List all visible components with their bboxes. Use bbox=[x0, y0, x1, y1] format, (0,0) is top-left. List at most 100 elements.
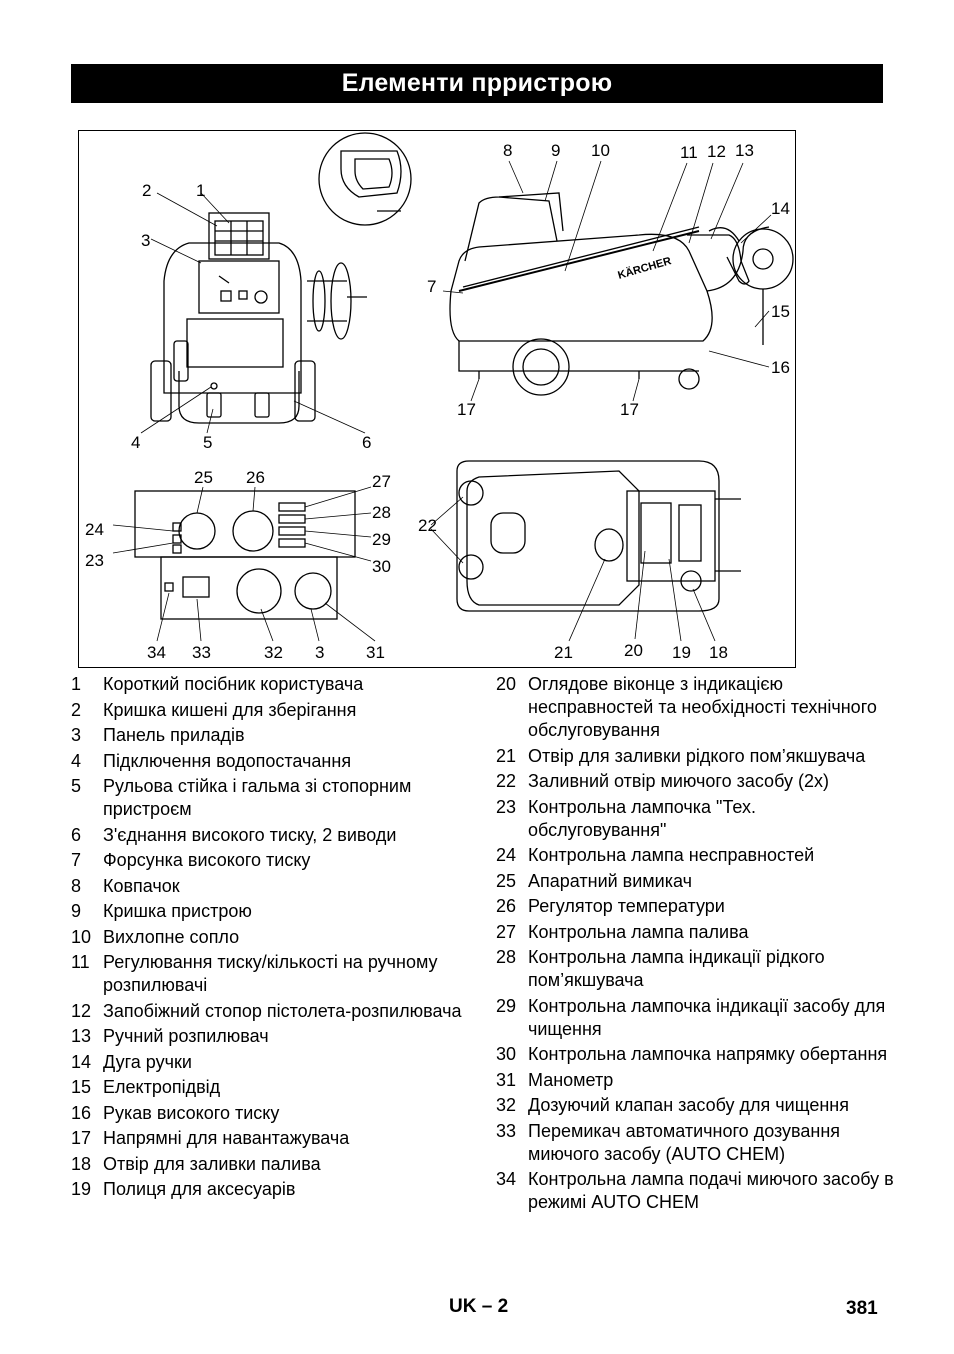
legend-item: 5 Рульова стійка і гальма зі стопорним пр… bbox=[71, 775, 471, 821]
legend-number: 9 bbox=[71, 901, 82, 921]
page-title: Елементи прристрою bbox=[71, 64, 883, 103]
legend-number: 19 bbox=[71, 1179, 92, 1199]
legend-number: 32 bbox=[496, 1095, 517, 1115]
legend-text: Дозуючий клапан засобу для чищення bbox=[528, 1095, 849, 1115]
callout-28: 28 bbox=[372, 503, 391, 522]
legend-item: 11 Регулювання тиску/кількості на ручному… bbox=[71, 951, 471, 997]
callout-7: 7 bbox=[427, 277, 437, 296]
callout-29: 29 bbox=[372, 530, 391, 549]
callout-3: 3 bbox=[141, 231, 151, 250]
legend-number: 17 bbox=[71, 1128, 92, 1148]
callout-6: 6 bbox=[362, 433, 372, 452]
callout-12: 12 bbox=[707, 142, 726, 161]
legend-text: Рульова стійка і гальма зі стопорним при… bbox=[103, 776, 412, 819]
legend-text: Перемикач автоматичного дозування миючог… bbox=[528, 1120, 841, 1164]
legend-text: Дуга ручки bbox=[103, 1051, 192, 1072]
brand-logo: KÄRCHER bbox=[616, 254, 673, 282]
legend-text: Форсунка високого тиску bbox=[103, 850, 311, 870]
legend-text: Регулятор температури bbox=[528, 896, 725, 916]
callout-30: 30 bbox=[372, 557, 391, 576]
legend-number: 8 bbox=[71, 875, 82, 896]
legend-text: Ковпачок bbox=[103, 875, 180, 896]
legend-item: 15 Електропідвід bbox=[71, 1076, 471, 1099]
legend-number: 10 bbox=[71, 926, 92, 947]
legend-number: 14 bbox=[71, 1051, 92, 1072]
legend-number: 21 bbox=[496, 745, 517, 766]
callout-5: 5 bbox=[203, 433, 213, 452]
callout-9: 9 bbox=[551, 141, 561, 160]
legend-number: 27 bbox=[496, 921, 517, 942]
legend-text: Кришка пристрою bbox=[103, 901, 252, 921]
legend-text: Ручний розпилювач bbox=[103, 1026, 269, 1046]
legend-number: 11 bbox=[71, 952, 90, 972]
legend-number: 23 bbox=[496, 796, 517, 817]
legend-text: Підключення водопостачання bbox=[103, 750, 352, 771]
callout-33: 33 bbox=[192, 643, 211, 662]
callout-23: 23 bbox=[85, 551, 104, 570]
legend-item: 12 Запобіжний стопор пістолета-розпилювач… bbox=[71, 1000, 471, 1023]
legend-text: Електропідвід bbox=[103, 1077, 221, 1097]
front-view bbox=[140, 192, 367, 434]
legend-text: Короткий посібник користувача bbox=[103, 674, 364, 694]
legend-number: 29 bbox=[496, 995, 517, 1016]
legend-text: Запобіжний стопор пістолета-розпилювача bbox=[103, 1000, 462, 1021]
legend-number: 5 bbox=[71, 776, 82, 796]
legend-text: Оглядове віконце з індикацією несправнос… bbox=[528, 674, 877, 740]
callout-13: 13 bbox=[735, 141, 754, 160]
legend-text: Апаратний вимикач bbox=[528, 870, 692, 891]
callout-32: 32 bbox=[264, 643, 283, 662]
legend-text: Контрольна лампа несправностей bbox=[528, 845, 815, 865]
legend-number: 16 bbox=[71, 1102, 92, 1123]
callout-14: 14 bbox=[771, 199, 790, 218]
legend-text: Регулювання тиску/кількості на ручному р… bbox=[103, 952, 438, 995]
legend-number: 12 bbox=[71, 1000, 92, 1021]
top-view bbox=[430, 460, 741, 642]
legend-text: Панель приладів bbox=[103, 725, 245, 745]
legend-text: Контрольна лампа подачі миючого засобу в… bbox=[528, 1169, 894, 1212]
legend-text: Кришка кишені для зберігання bbox=[103, 699, 357, 720]
legend-text: Контрольна лампа індикації рідкого пом’я… bbox=[528, 947, 825, 990]
callout-22: 22 bbox=[418, 516, 437, 535]
callout-34: 34 bbox=[147, 643, 166, 662]
callout-27: 27 bbox=[372, 472, 391, 491]
legend-text: Рукав високого тиску bbox=[103, 1102, 280, 1123]
legend-item: 16 Рукав високого тиску bbox=[71, 1102, 471, 1125]
legend-item: 9 Кришка пристрою bbox=[71, 900, 471, 923]
legend-item: 14 Дуга ручки bbox=[71, 1051, 471, 1074]
callout-4: 4 bbox=[131, 433, 141, 452]
callout-1: 1 bbox=[196, 181, 206, 200]
legend-number: 6 bbox=[71, 824, 82, 845]
legend-item: 17 Напрямні для навантажувача bbox=[71, 1127, 471, 1150]
legend-number: 20 bbox=[496, 674, 517, 694]
side-view bbox=[442, 160, 794, 402]
legend-number: 13 bbox=[71, 1026, 92, 1046]
legend-right-column: 20 Оглядове віконце з індикацією несправн… bbox=[496, 673, 896, 1217]
legend-number: 24 bbox=[496, 845, 517, 865]
legend-text: Заливний отвір миючого засобу (2x) bbox=[528, 771, 829, 791]
page-number: 381 bbox=[846, 1298, 878, 1319]
legend-text: Контрольна лампа палива bbox=[528, 921, 749, 942]
callout-15: 15 bbox=[771, 302, 790, 321]
callout-2: 2 bbox=[142, 181, 152, 200]
legend-number: 7 bbox=[71, 850, 82, 870]
callout-11: 11 bbox=[680, 143, 698, 162]
legend-text: Отвір для заливки палива bbox=[103, 1153, 321, 1174]
legend-text: Напрямні для навантажувача bbox=[103, 1128, 350, 1148]
legend-number: 4 bbox=[71, 750, 82, 771]
legend-number: 15 bbox=[71, 1077, 92, 1097]
device-illustration: KÄRCHER 1 2 3 4 5 6 7 8 9 10 11 12 13 14… bbox=[78, 130, 796, 668]
callout-19: 19 bbox=[672, 643, 691, 662]
cap-detail bbox=[318, 132, 412, 226]
callout-26: 26 bbox=[246, 468, 265, 487]
legend-item: 8 Ковпачок bbox=[71, 875, 471, 898]
callout-8: 8 bbox=[503, 141, 513, 160]
